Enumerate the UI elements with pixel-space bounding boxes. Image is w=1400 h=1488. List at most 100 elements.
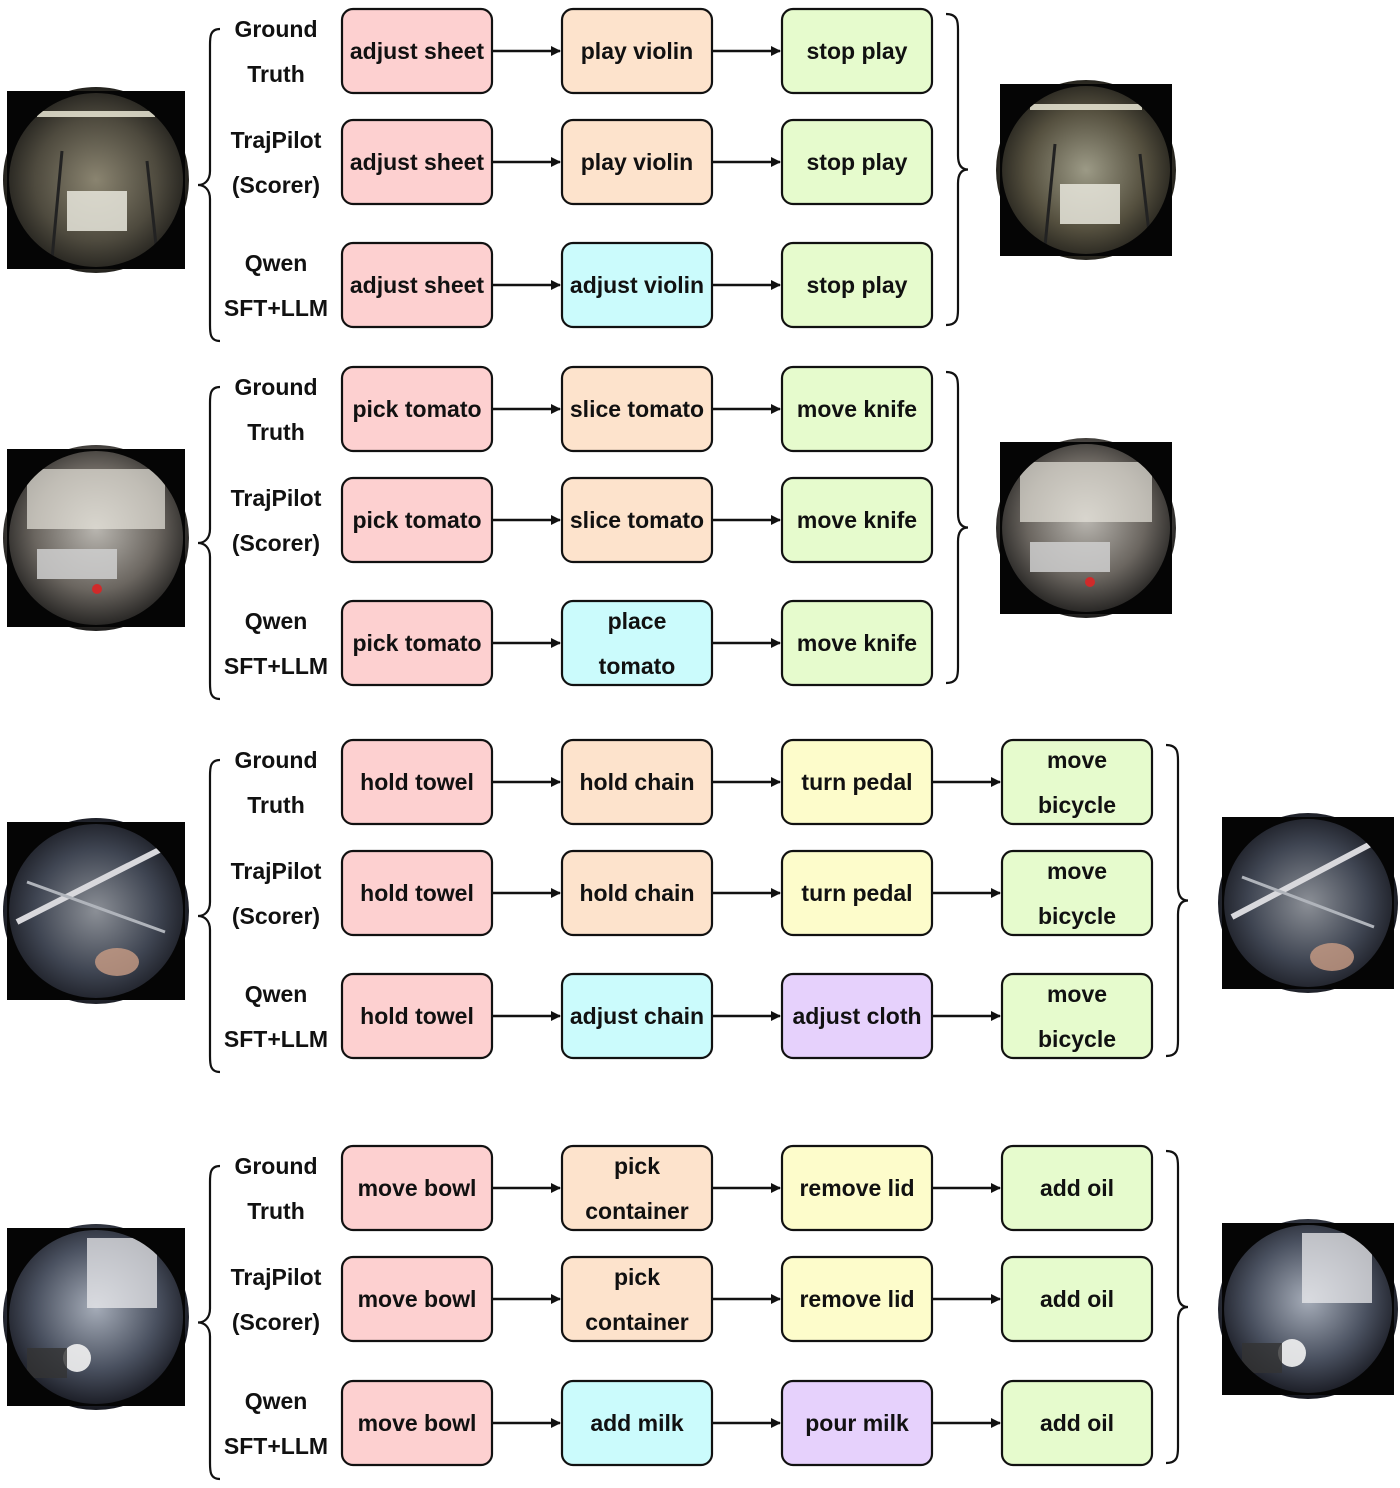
left-brace [197, 758, 221, 1074]
action-step-label: move [1047, 747, 1107, 773]
right-brace [1165, 1149, 1189, 1465]
action-step-box: remove lid [780, 1144, 934, 1232]
action-step-rect [780, 241, 934, 329]
action-step-label: slice tomato [570, 507, 704, 533]
action-step-label: move bowl [358, 1175, 477, 1201]
action-step-box: move knife [780, 476, 934, 564]
end-frame-image [996, 80, 1176, 260]
action-step-box: move knife [780, 599, 934, 687]
method-label: TrajPilot(Scorer) [231, 127, 322, 198]
method-label-line: (Scorer) [232, 530, 320, 556]
method-label-line: (Scorer) [232, 172, 320, 198]
action-step-box: turn pedal [780, 738, 934, 826]
method-label-line: TrajPilot [231, 1264, 322, 1290]
action-step-box: adjust sheet [340, 7, 494, 95]
action-step-box: pick container [560, 1144, 714, 1232]
action-step-label: stop play [807, 149, 908, 175]
action-step-label: pick tomato [352, 396, 481, 422]
action-step-rect [780, 476, 934, 564]
method-label: TrajPilot (Scorer) [231, 858, 322, 929]
action-step-label: pour milk [805, 1410, 909, 1436]
left-brace [197, 27, 221, 343]
action-step-box: remove lid [780, 1255, 934, 1343]
method-label-line: Qwen [245, 981, 308, 1007]
action-step-label: pick tomato [352, 630, 481, 656]
action-step-rect [780, 599, 934, 687]
method-label-line: (Scorer) [232, 903, 320, 929]
action-step-box: move knife [780, 365, 934, 453]
method-label-line: Truth [247, 792, 305, 818]
action-step-box: hold towel [340, 972, 494, 1060]
right-brace [1165, 743, 1189, 1058]
action-step-label: adjust violin [570, 272, 704, 298]
end-frame-image [996, 438, 1176, 618]
action-step-label: pick tomato [352, 507, 481, 533]
action-step-label: adjust sheet [350, 38, 485, 64]
action-step-label: remove lid [799, 1286, 914, 1312]
method-label-line: TrajPilot [231, 485, 322, 511]
action-step-label: add milk [590, 1410, 684, 1436]
start-frame-image [3, 445, 189, 631]
method-label-line: Qwen [245, 608, 308, 634]
action-step-label: hold towel [360, 880, 474, 906]
method-label-line: Truth [247, 1198, 305, 1224]
action-step-box: hold chain [560, 738, 714, 826]
action-step-box: add oil [1000, 1144, 1154, 1232]
action-step-box: stop play [780, 7, 934, 95]
action-step-label: pick [614, 1264, 660, 1290]
left-brace [197, 1164, 221, 1481]
action-step-box: hold towel [340, 849, 494, 937]
action-step-label: hold towel [360, 769, 474, 795]
action-step-label: turn pedal [801, 880, 912, 906]
action-step-box: adjust cloth [780, 972, 934, 1060]
action-step-rect [780, 365, 934, 453]
action-step-box: hold towel [340, 738, 494, 826]
action-step-box: move bowl [340, 1144, 494, 1232]
action-step-label: tomato [599, 653, 676, 679]
action-step-label: move knife [797, 630, 917, 656]
action-step-box: add oil [1000, 1255, 1154, 1343]
action-step-rect [1000, 1255, 1154, 1343]
action-step-rect [780, 118, 934, 206]
action-step-box: turn pedal [780, 849, 934, 937]
action-step-label: container [585, 1198, 689, 1224]
action-step-box: move bowl [340, 1255, 494, 1343]
start-frame-image [3, 818, 189, 1004]
method-label-line: Qwen [245, 250, 308, 276]
action-step-box: move bowl [340, 1379, 494, 1467]
action-step-label: hold chain [580, 880, 695, 906]
action-step-label: remove lid [799, 1175, 914, 1201]
method-label-line: SFT+LLM [224, 295, 328, 321]
action-step-box: adjust violin [560, 241, 714, 329]
action-step-label: place [608, 608, 667, 634]
action-step-box: adjust sheet [340, 241, 494, 329]
method-label-line: Truth [247, 61, 305, 87]
action-step-box: pour milk [780, 1379, 934, 1467]
action-step-rect [1000, 849, 1154, 937]
action-step-label: pick [614, 1153, 660, 1179]
action-step-box: hold chain [560, 849, 714, 937]
action-step-box: play violin [560, 118, 714, 206]
action-step-label: bicycle [1038, 903, 1116, 929]
action-step-label: turn pedal [801, 769, 912, 795]
start-frame-image [3, 87, 189, 273]
method-label-line: TrajPilot [231, 858, 322, 884]
right-brace [945, 370, 969, 685]
action-step-box: place tomato [560, 599, 714, 687]
action-step-label: move bowl [358, 1410, 477, 1436]
action-step-box: add milk [560, 1379, 714, 1467]
action-step-label: adjust cloth [792, 1003, 921, 1029]
action-step-box: pick tomato [340, 365, 494, 453]
action-step-box: pick tomato [340, 476, 494, 564]
action-step-label: play violin [581, 149, 693, 175]
